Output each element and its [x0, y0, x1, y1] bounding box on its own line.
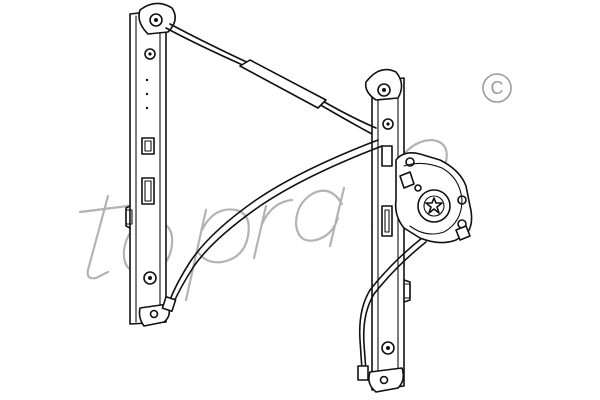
left-rail: [125, 2, 176, 327]
cables: [161, 23, 427, 381]
copyright-symbol-text: C: [491, 78, 504, 98]
motor-gear-housing: [394, 152, 473, 244]
right-rail: [364, 68, 411, 393]
copyright-icon: C: [482, 73, 512, 103]
